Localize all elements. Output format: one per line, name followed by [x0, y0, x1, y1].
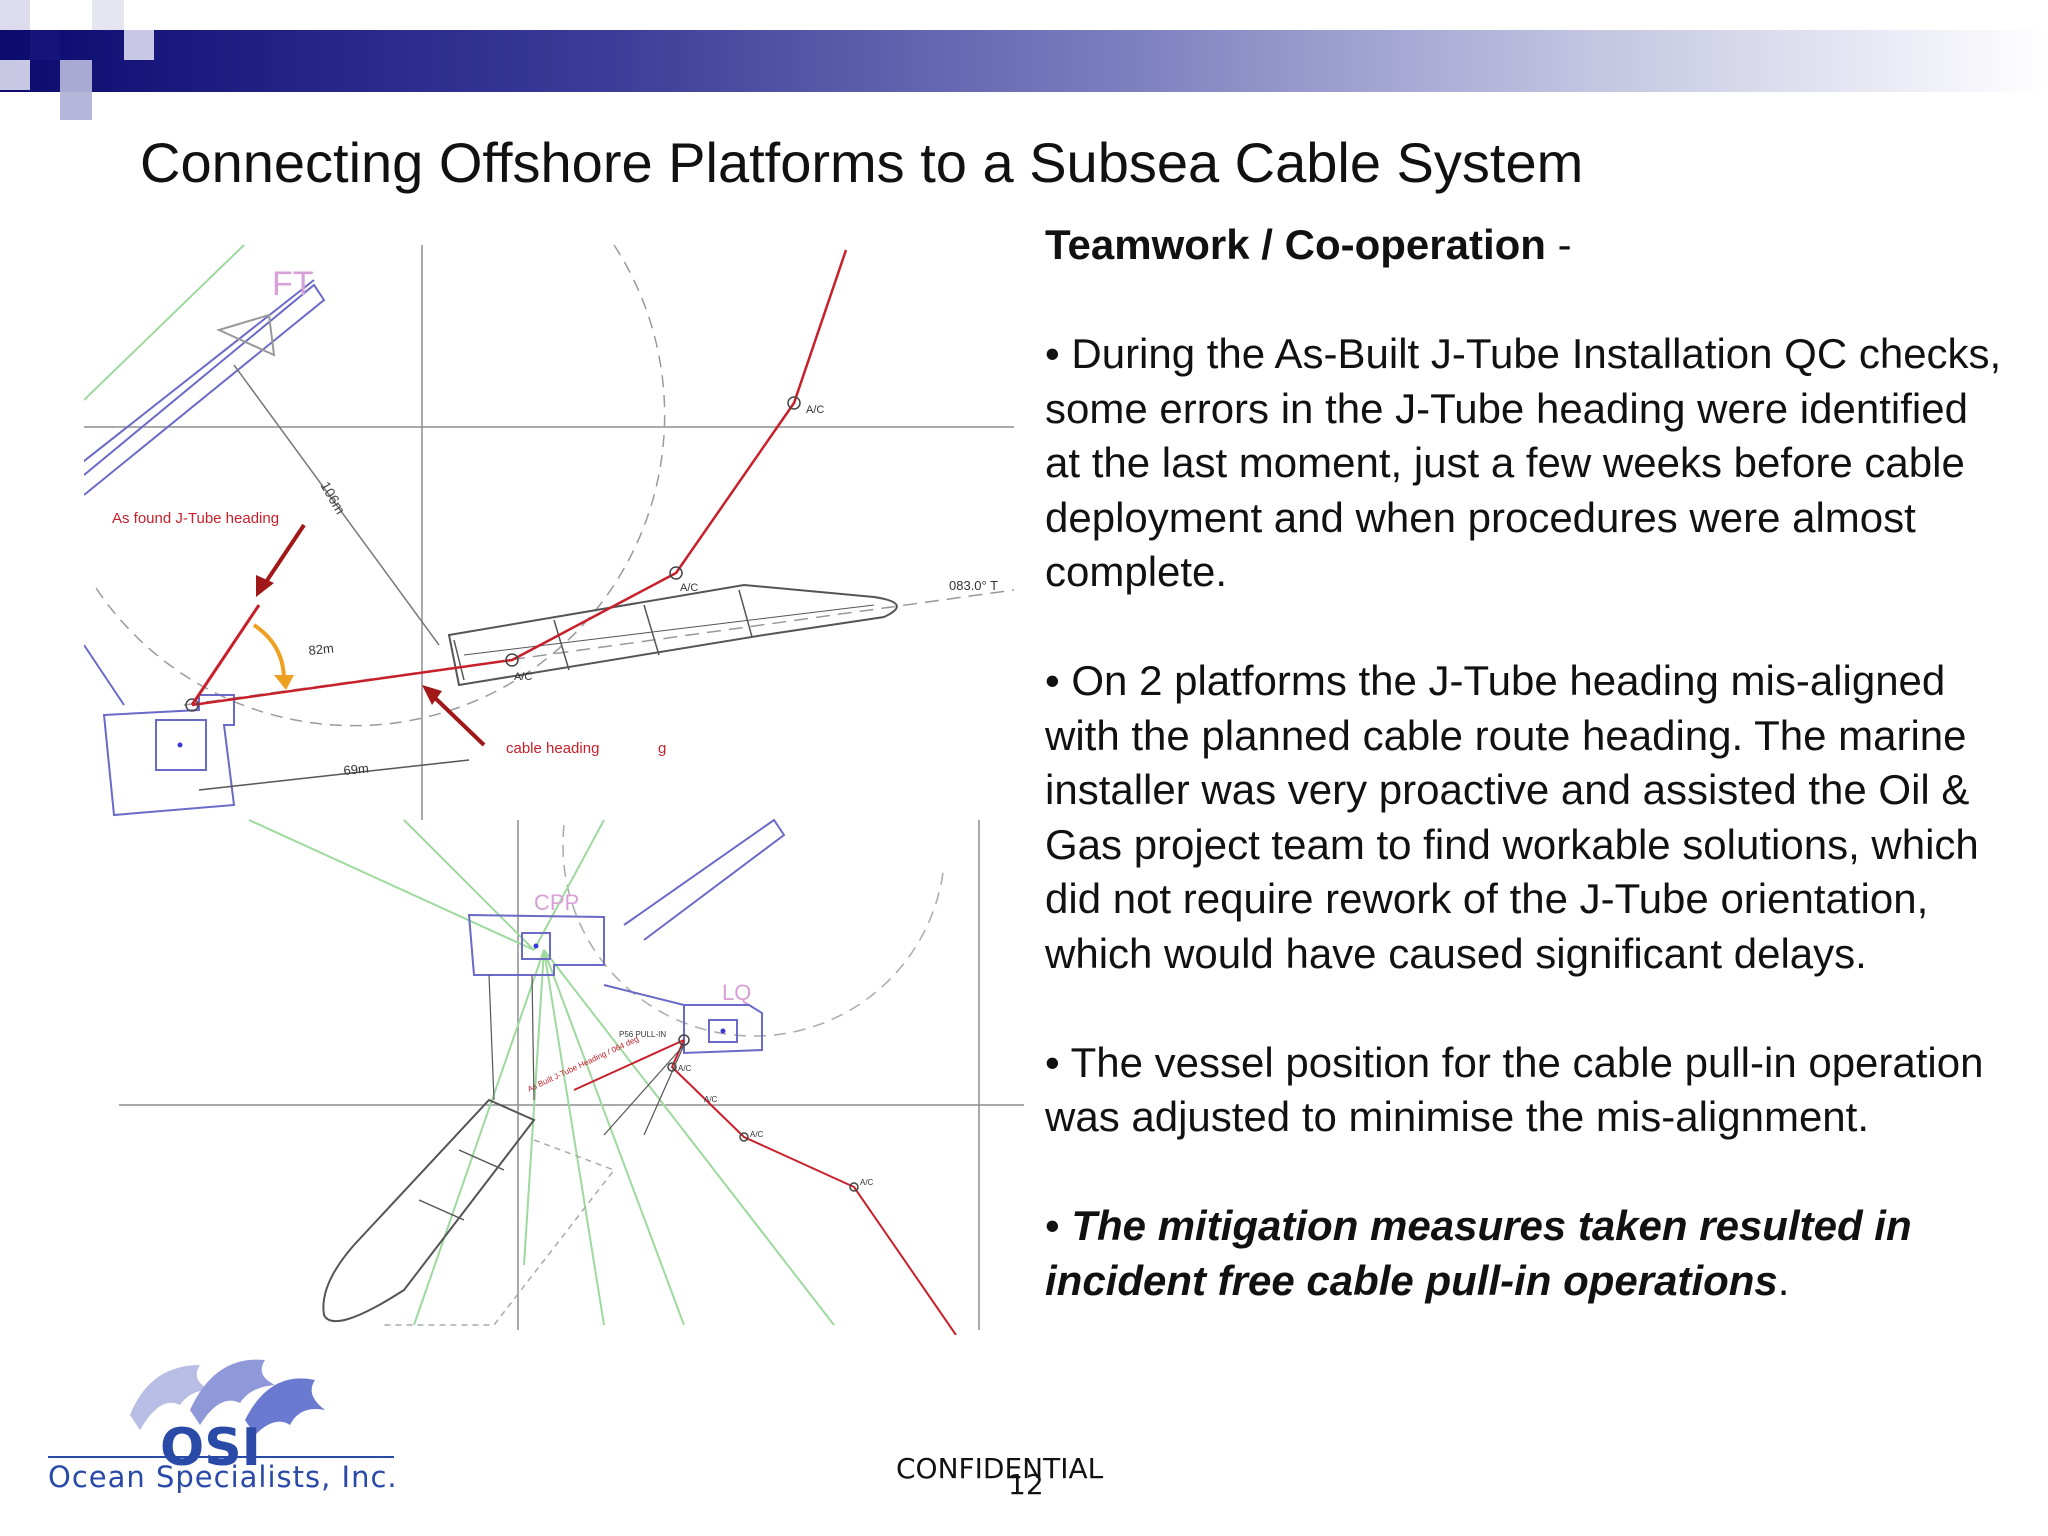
- corner-square-light-3: [0, 60, 30, 90]
- label-ac-3: A/C: [806, 404, 824, 416]
- heading-suffix: -: [1545, 221, 1572, 268]
- bullet-1: • During the As-Built J-Tube Installatio…: [1045, 330, 2002, 595]
- label-ft: FT: [272, 265, 314, 303]
- logo-company-name: Ocean Specialists, Inc.: [48, 1460, 398, 1494]
- label-b-ac-2: A/C: [704, 1095, 718, 1104]
- label-82m: 82m: [308, 640, 335, 658]
- heading-text: Teamwork / Co-operation: [1045, 221, 1546, 268]
- header-band: [0, 30, 2048, 92]
- label-cable-heading: cable heading: [506, 740, 599, 757]
- label-b-ac-4: A/C: [860, 1178, 874, 1187]
- corner-square-light-2: [60, 60, 92, 92]
- label-b-ac-1: A/C: [678, 1064, 692, 1073]
- corner-square-light-5: [124, 30, 154, 60]
- logo-underline: [48, 1456, 394, 1458]
- osi-logo: OSI: [130, 1359, 325, 1478]
- slide-title: Connecting Offshore Platforms to a Subse…: [140, 131, 1584, 194]
- bullet-4-prefix: •: [1045, 1202, 1072, 1249]
- logo-mark: OSI: [160, 1418, 261, 1478]
- bullet-3: • The vessel position for the cable pull…: [1045, 1038, 1984, 1141]
- label-ac-2: A/C: [680, 582, 698, 594]
- page-number: 12: [1008, 1468, 1044, 1501]
- corner-square-dark: [30, 30, 60, 60]
- label-p56: P56 PULL-IN: [619, 1030, 666, 1039]
- corner-square-light-4: [92, 0, 124, 30]
- label-69m: 69m: [343, 760, 370, 778]
- label-lq: LQ: [722, 980, 751, 1005]
- body-heading: Teamwork / Co-operation -: [1045, 218, 2005, 273]
- cable-route-diagram: FT 106m 083.0° T 82m 69m A/C A/C A/C As …: [84, 205, 1030, 1335]
- bullet-4-emphasis: The mitigation measures taken resulted i…: [1045, 1202, 1912, 1304]
- label-cpp: CPP: [534, 890, 579, 915]
- slide-body: Teamwork / Co-operation - • During the A…: [1045, 218, 2005, 1308]
- label-g: g: [658, 740, 666, 757]
- bullet-4: • The mitigation measures taken resulted…: [1045, 1199, 2005, 1308]
- footer-confidential: CONFIDENTIAL: [896, 1452, 1104, 1485]
- bullet-2: • On 2 platforms the J-Tube heading mis-…: [1045, 657, 1979, 977]
- label-ac-1: A/C: [514, 671, 532, 683]
- corner-square-light-1: [0, 0, 30, 30]
- bullet-4-suffix: .: [1777, 1256, 1790, 1304]
- corner-square-light-6: [60, 92, 92, 120]
- label-083: 083.0° T: [949, 578, 998, 593]
- label-b-ac-3: A/C: [750, 1130, 764, 1139]
- label-as-found: As found J-Tube heading: [112, 510, 279, 527]
